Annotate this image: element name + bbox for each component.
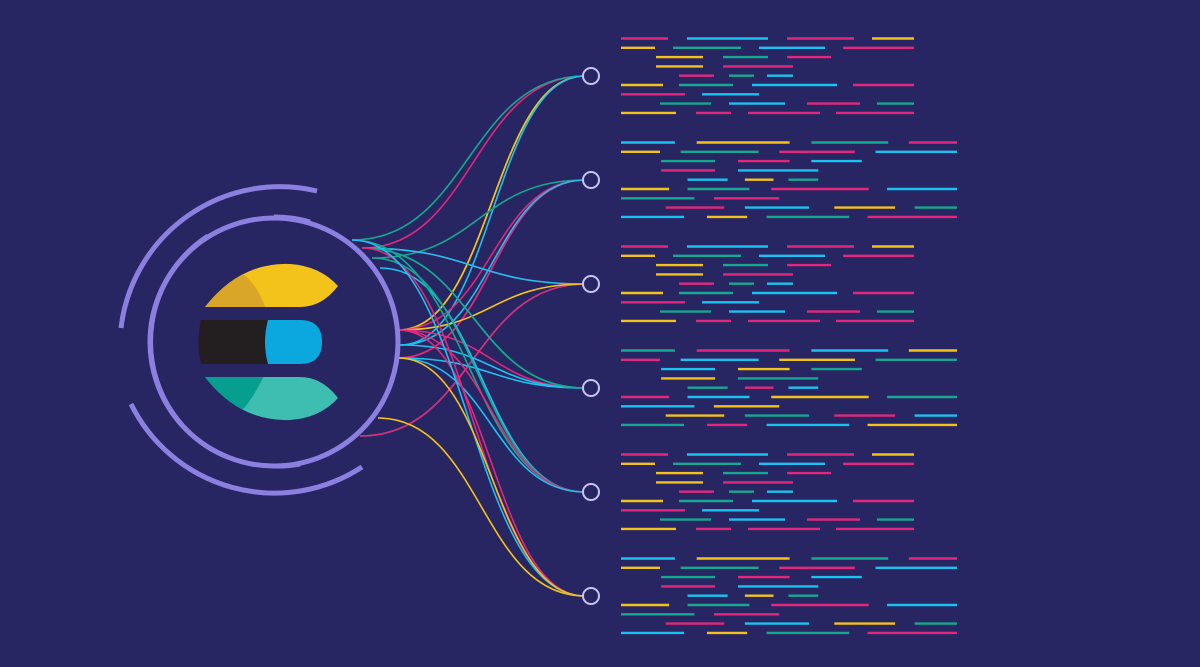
data-lines xyxy=(621,37,957,635)
connection-curve xyxy=(397,283,586,331)
node-circle xyxy=(582,379,600,397)
connection-curve xyxy=(399,344,586,389)
connection-curve xyxy=(397,357,586,493)
connection-curve xyxy=(397,75,586,331)
node-circle xyxy=(582,587,600,605)
logo-blue-segment xyxy=(265,320,322,364)
connection-curves xyxy=(351,75,586,597)
connection-curve xyxy=(361,247,586,285)
connection-curve xyxy=(397,329,586,597)
connection-curve xyxy=(351,239,586,597)
node-circle xyxy=(582,171,600,189)
nodes xyxy=(582,67,600,605)
logo-black-segment xyxy=(198,320,268,364)
outer-arc-bottom xyxy=(128,402,364,496)
node-circle xyxy=(582,275,600,293)
elastic-logo-icon xyxy=(198,263,338,421)
node-circle xyxy=(582,483,600,501)
connection-curve xyxy=(377,417,586,597)
connection-curve xyxy=(397,329,586,493)
connection-curve xyxy=(399,179,586,346)
inner-arc-bottom xyxy=(273,461,301,469)
outer-arc-top xyxy=(118,184,318,329)
connection-curve xyxy=(361,247,586,597)
inner-arc-top xyxy=(273,214,311,225)
node-circle xyxy=(582,67,600,85)
connection-curve xyxy=(361,75,586,249)
connection-curve xyxy=(351,75,586,241)
connection-curve xyxy=(371,179,586,259)
rings xyxy=(118,184,401,496)
inner-arc-left xyxy=(148,233,210,427)
connection-curve xyxy=(397,357,586,597)
connection-curve xyxy=(361,247,586,389)
connection-curve xyxy=(351,239,586,493)
connection-curve xyxy=(399,75,586,346)
